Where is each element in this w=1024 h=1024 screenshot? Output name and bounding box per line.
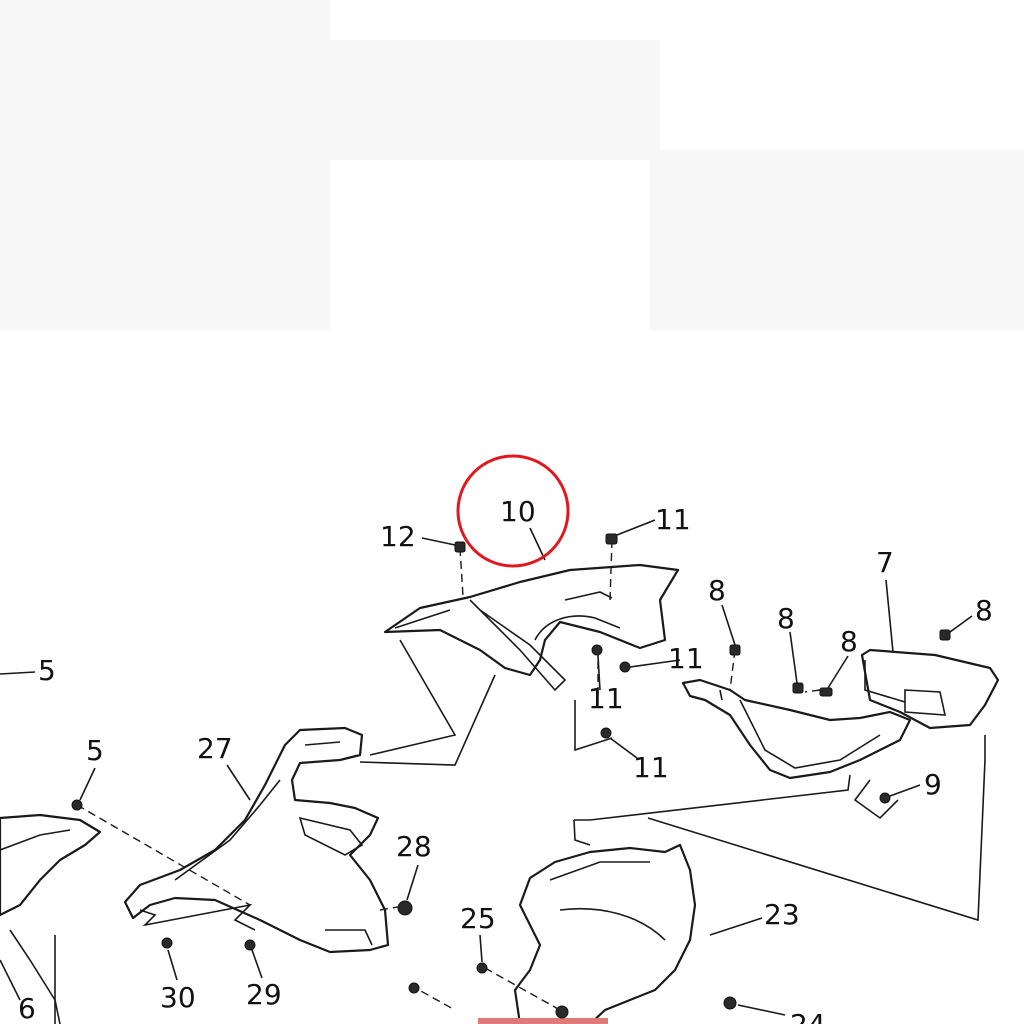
part-bracket-right[interactable] [681,678,912,780]
callout-11-low[interactable]: 11 [633,751,669,784]
part-6-left-panel[interactable] [0,813,102,1024]
callout-23[interactable]: 23 [764,898,800,931]
background-scan-blocks [0,0,1024,330]
callout-8-b[interactable]: 8 [777,602,795,635]
highlight-circle [456,454,570,568]
highlight-strip [478,1018,608,1024]
bolt-8b-icon [792,682,804,694]
leader-lines [0,519,973,1016]
callout-11-top[interactable]: 11 [655,503,691,536]
callout-30[interactable]: 30 [160,981,196,1014]
callout-29[interactable]: 29 [246,978,282,1011]
bolt-11-low-icon [600,727,612,739]
fasteners [71,533,951,1019]
callout-7[interactable]: 7 [876,546,894,579]
assembly-outline-lines [54,639,986,1024]
bolt-9-icon [879,792,891,804]
bolt-8c-icon [819,687,833,697]
callout-27[interactable]: 27 [197,732,233,765]
callout-11-mid[interactable]: 11 [588,682,624,715]
callout-10[interactable]: 10 [500,495,536,528]
bolt-11-mid-icon [591,644,603,656]
callout-25[interactable]: 25 [460,902,496,935]
bolt-5-icon [71,799,83,811]
bolt-8d-icon [939,629,951,641]
callout-5-left[interactable]: 5 [86,734,104,767]
bolt-30-icon [161,937,173,949]
callout-6[interactable]: 6 [18,992,36,1024]
bolt-11-top-icon [605,533,618,545]
callout-11-right[interactable]: 11 [668,642,704,675]
callout-12[interactable]: 12 [380,520,416,553]
bolt-25-icon [476,962,488,974]
callout-8-a[interactable]: 8 [708,574,726,607]
part-23-lower-cowl[interactable] [513,843,697,1024]
callout-8-d[interactable]: 8 [975,594,993,627]
part-27-inner-panel[interactable] [123,726,390,954]
part-7-side-cover[interactable] [860,648,1000,730]
callout-labels: 10 12 11 11 11 11 7 8 8 8 8 9 5 5 27 28 … [18,495,993,1024]
callout-24[interactable]: 24 [790,1008,826,1024]
bolt-28-icon [397,900,413,916]
bolt-29-icon [244,939,256,951]
bolt-24-icon [723,996,737,1010]
callout-28[interactable]: 28 [396,830,432,863]
bolt-mid-bottom-icon [555,1005,569,1019]
bolt-12-icon [454,541,466,553]
callout-8-c[interactable]: 8 [840,625,858,658]
bolt-left-bottom-icon [408,982,420,994]
callout-5-right[interactable]: 5 [38,654,56,687]
bolt-8a-icon [729,644,741,656]
bolt-11-right-icon [619,661,631,673]
assembly-dash-lines [76,539,821,1011]
part-10-panel[interactable] [383,563,680,692]
callout-9[interactable]: 9 [924,768,942,801]
